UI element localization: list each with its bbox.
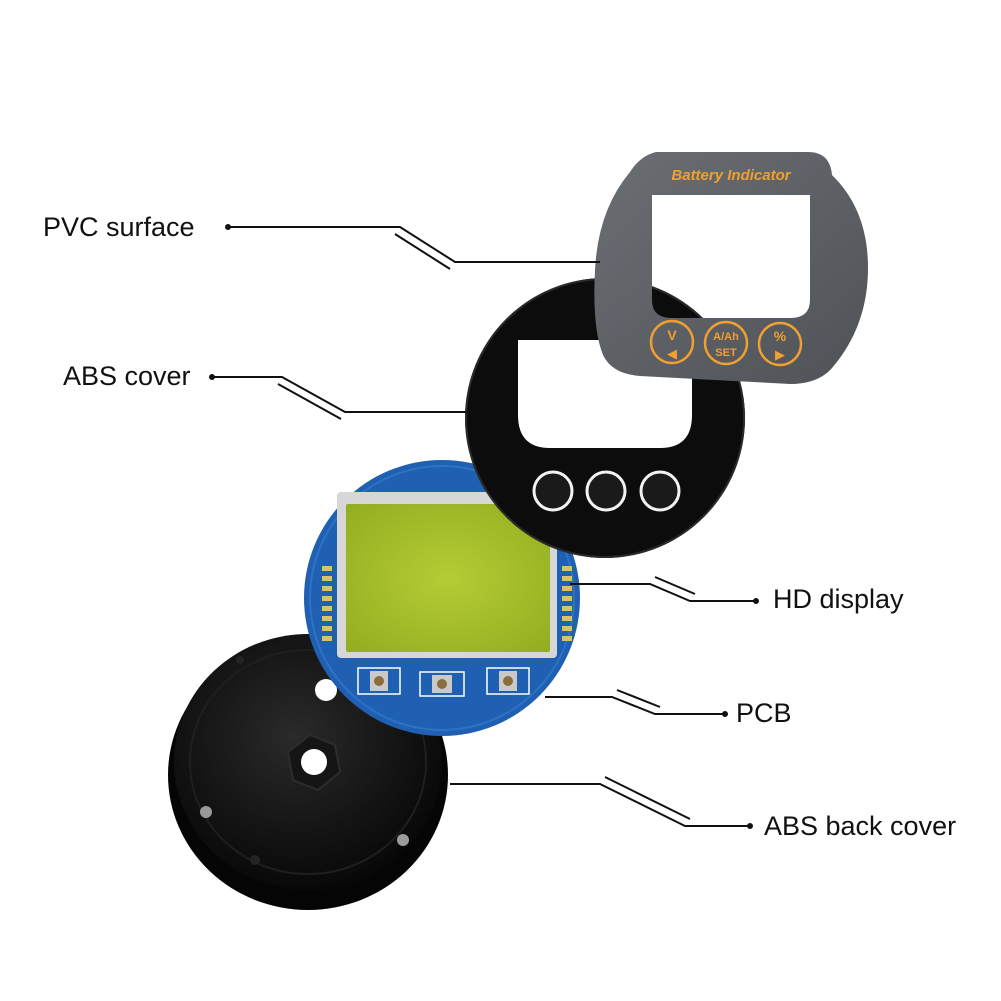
panel-button-v-bottom: ◀: [667, 347, 677, 362]
tact-switch-right: [486, 667, 530, 695]
panel-button-percent-top: %: [774, 328, 787, 344]
pcb-part: [304, 460, 580, 736]
label-abs-cover: ABS cover: [63, 361, 191, 391]
leader-abs-back-cover: [450, 776, 753, 829]
panel-button-percent-bottom: ▶: [775, 348, 785, 363]
center-hole: [301, 749, 327, 775]
label-pvc-surface: PVC surface: [43, 212, 195, 242]
label-pcb: PCB: [736, 698, 792, 728]
screw-right: [397, 834, 409, 846]
tact-switch-left: [357, 667, 401, 695]
hd-display-screen: [346, 504, 550, 652]
abs-cover-part: [465, 278, 745, 558]
leader-pcb: [545, 689, 728, 717]
pin-header-left: [322, 566, 332, 641]
screw-left: [200, 806, 212, 818]
tact-switch-middle: [419, 671, 465, 697]
leader-lines: [209, 224, 759, 829]
cover-button-ring-left: [532, 470, 574, 512]
panel-button-v-top: V: [667, 327, 677, 343]
label-abs-back-cover: ABS back cover: [764, 811, 957, 841]
panel-button-v: V ◀: [649, 319, 695, 365]
pvc-surface-part: Battery Indicator V ◀ A/Ah SET % ▶: [594, 152, 868, 384]
pin-header-right: [562, 566, 572, 641]
cover-button-ring-right: [639, 470, 681, 512]
leader-hd-display: [570, 576, 759, 604]
mount-hole: [315, 679, 337, 701]
label-hd-display: HD display: [773, 584, 904, 614]
panel-title: Battery Indicator: [671, 167, 791, 184]
leader-abs-cover: [209, 374, 468, 420]
cover-button-ring-middle: [585, 470, 627, 512]
panel-button-percent: % ▶: [757, 321, 803, 367]
panel-button-set-bottom: SET: [715, 347, 737, 359]
leader-pvc-surface: [225, 224, 600, 270]
panel-button-set-top: A/Ah: [713, 331, 739, 343]
panel-button-set: A/Ah SET: [703, 320, 749, 366]
